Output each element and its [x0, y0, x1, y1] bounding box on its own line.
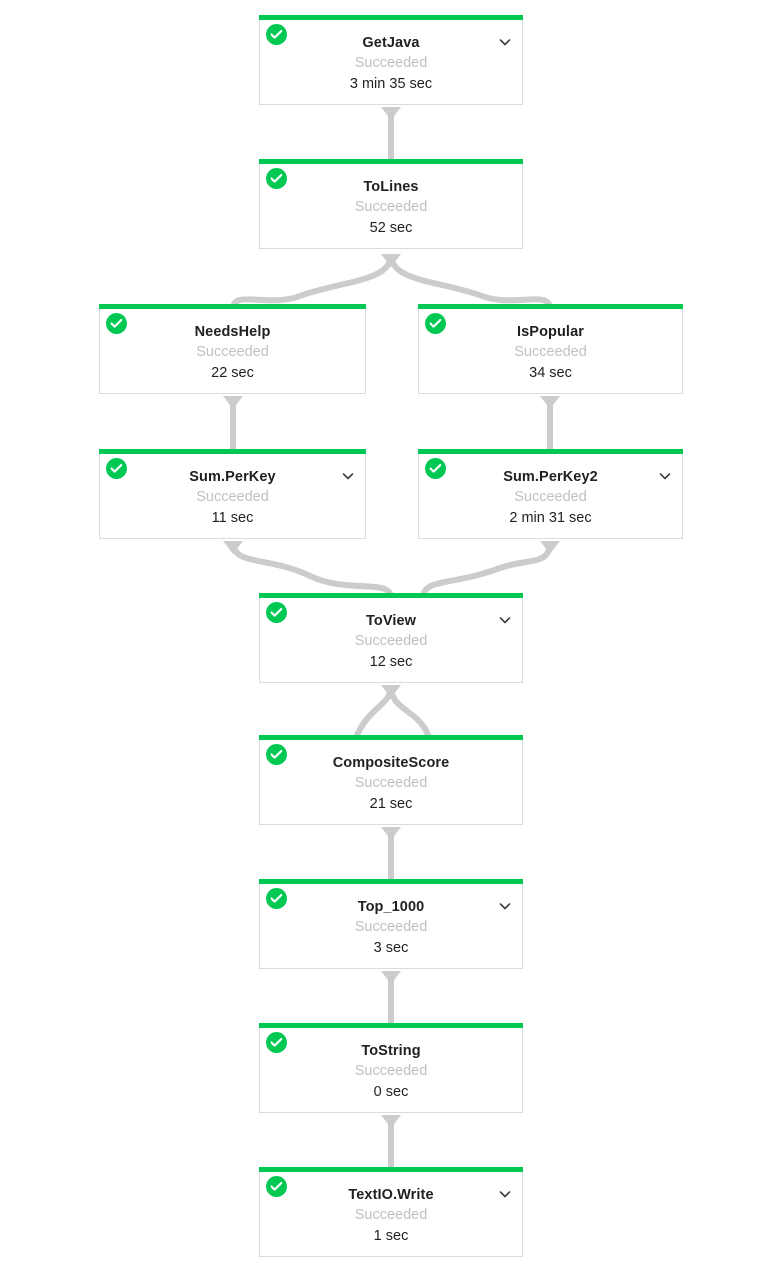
status-accent-bar: [259, 15, 523, 20]
step-duration: 52 sec: [369, 220, 413, 236]
step-card-tolines[interactable]: ToLines Succeeded 52 sec: [259, 159, 523, 251]
step-card-body: Top_1000 Succeeded 3 sec: [260, 884, 522, 971]
step-status: Succeeded: [354, 919, 428, 935]
chevron-down-icon[interactable]: [498, 1187, 512, 1201]
step-status: Succeeded: [196, 489, 269, 505]
status-accent-bar: [99, 304, 366, 309]
step-card-top1000[interactable]: Top_1000 Succeeded 3 sec: [259, 879, 523, 971]
step-card-toview[interactable]: ToView Succeeded 12 sec: [259, 593, 523, 685]
step-card-body: NeedsHelp Succeeded 22 sec: [100, 309, 365, 396]
status-accent-bar: [259, 159, 523, 164]
step-name: ToView: [365, 613, 417, 629]
step-name: IsPopular: [517, 324, 584, 340]
check-circle-icon: [266, 168, 287, 189]
step-duration: 34 sec: [529, 365, 572, 381]
step-status: Succeeded: [354, 775, 428, 791]
step-card-sumperkey2[interactable]: Sum.PerKey2 Succeeded 2 min 31 sec: [418, 449, 683, 541]
step-status: Succeeded: [354, 199, 428, 215]
step-card-needshelp[interactable]: NeedsHelp Succeeded 22 sec: [99, 304, 366, 396]
step-duration: 3 min 35 sec: [349, 76, 433, 92]
step-status: Succeeded: [514, 344, 587, 360]
check-circle-icon: [266, 1032, 287, 1053]
step-name: Sum.PerKey2: [503, 469, 598, 485]
step-card-sumperkey[interactable]: Sum.PerKey Succeeded 11 sec: [99, 449, 366, 541]
step-duration: 11 sec: [211, 510, 254, 526]
check-circle-icon: [106, 313, 127, 334]
step-duration: 2 min 31 sec: [509, 510, 592, 526]
chevron-down-icon[interactable]: [341, 469, 355, 483]
step-card-tostring[interactable]: ToString Succeeded 0 sec: [259, 1023, 523, 1115]
step-card-body: GetJava Succeeded 3 min 35 sec: [260, 20, 522, 107]
step-name: Top_1000: [357, 899, 425, 915]
status-accent-bar: [259, 1167, 523, 1172]
status-accent-bar: [259, 879, 523, 884]
step-duration: 12 sec: [369, 654, 413, 670]
step-status: Succeeded: [354, 1063, 428, 1079]
step-status: Succeeded: [354, 55, 428, 71]
check-circle-icon: [266, 602, 287, 623]
step-name: NeedsHelp: [194, 324, 271, 340]
chevron-down-icon[interactable]: [658, 469, 672, 483]
check-circle-icon: [425, 313, 446, 334]
edge-toview-compositescore-a: [352, 685, 394, 742]
step-name: Sum.PerKey: [189, 469, 276, 485]
step-card-body: ToView Succeeded 12 sec: [260, 598, 522, 685]
step-name: GetJava: [362, 35, 420, 51]
status-accent-bar: [259, 735, 523, 740]
edge-sumperkey2-toview: [420, 541, 553, 599]
step-card-getjava[interactable]: GetJava Succeeded 3 min 35 sec: [259, 15, 523, 107]
edge-sumperkey-toview: [230, 541, 394, 599]
step-status: Succeeded: [196, 344, 269, 360]
check-circle-icon: [266, 24, 287, 45]
step-name: TextIO.Write: [348, 1187, 434, 1203]
check-circle-icon: [106, 458, 127, 479]
chevron-down-icon[interactable]: [498, 35, 512, 49]
step-card-body: ToString Succeeded 0 sec: [260, 1028, 522, 1115]
check-circle-icon: [266, 744, 287, 765]
step-card-ispopular[interactable]: IsPopular Succeeded 34 sec: [418, 304, 683, 396]
status-accent-bar: [99, 449, 366, 454]
status-accent-bar: [259, 1023, 523, 1028]
step-duration: 1 sec: [373, 1228, 409, 1244]
step-status: Succeeded: [514, 489, 587, 505]
check-circle-icon: [266, 888, 287, 909]
chevron-down-icon[interactable]: [498, 899, 512, 913]
step-card-body: CompositeScore Succeeded 21 sec: [260, 740, 522, 827]
step-duration: 0 sec: [373, 1084, 409, 1100]
step-card-textiowrite[interactable]: TextIO.Write Succeeded 1 sec: [259, 1167, 523, 1259]
step-status: Succeeded: [354, 633, 428, 649]
step-duration: 3 sec: [373, 940, 409, 956]
step-duration: 22 sec: [211, 365, 254, 381]
step-card-body: Sum.PerKey Succeeded 11 sec: [100, 454, 365, 541]
step-name: CompositeScore: [332, 755, 450, 771]
status-accent-bar: [418, 449, 683, 454]
step-name: ToLines: [363, 179, 419, 195]
edge-tolines-ispopular: [388, 254, 553, 310]
step-status: Succeeded: [354, 1207, 428, 1223]
edge-toview-compositescore-b: [388, 685, 433, 742]
step-card-body: IsPopular Succeeded 34 sec: [419, 309, 682, 396]
status-accent-bar: [418, 304, 683, 309]
check-circle-icon: [425, 458, 446, 479]
step-card-compositescore[interactable]: CompositeScore Succeeded 21 sec: [259, 735, 523, 827]
step-duration: 21 sec: [369, 796, 413, 812]
edge-tolines-needshelp: [230, 254, 394, 310]
step-card-body: TextIO.Write Succeeded 1 sec: [260, 1172, 522, 1259]
step-card-body: ToLines Succeeded 52 sec: [260, 164, 522, 251]
status-accent-bar: [259, 593, 523, 598]
chevron-down-icon[interactable]: [498, 613, 512, 627]
check-circle-icon: [266, 1176, 287, 1197]
step-name: ToString: [361, 1043, 421, 1059]
step-card-body: Sum.PerKey2 Succeeded 2 min 31 sec: [419, 454, 682, 541]
